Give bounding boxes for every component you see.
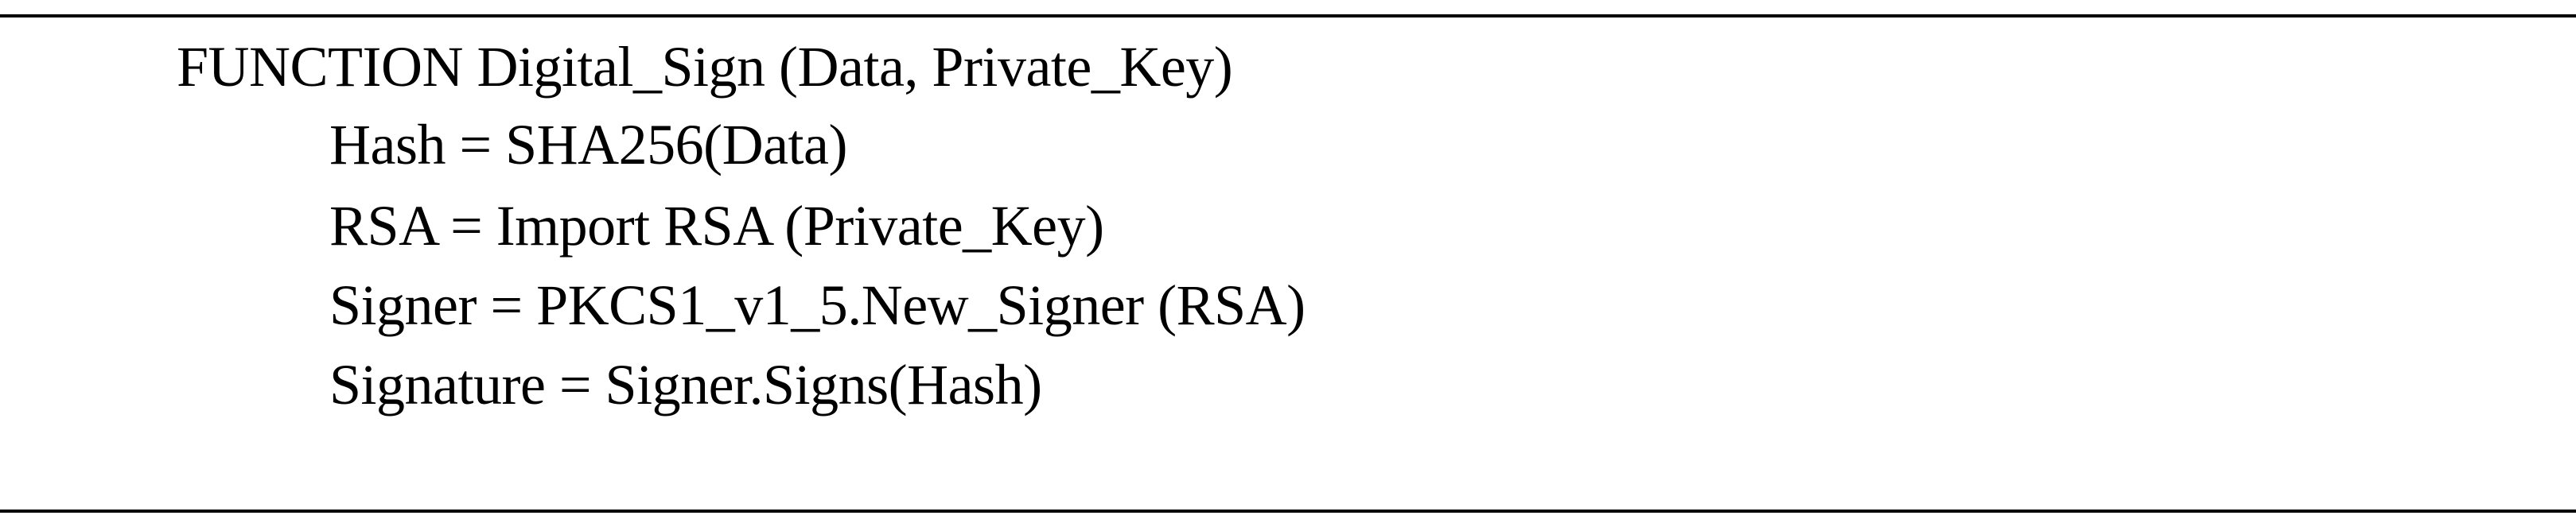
hash-line: Hash = SHA256(Data)	[329, 113, 847, 176]
function-header-line: FUNCTION Digital_Sign (Data, Private_Key…	[177, 35, 1233, 99]
top-rule	[0, 14, 2576, 17]
rsa-import-line: RSA = Import RSA (Private_Key)	[329, 194, 1104, 258]
signer-line: Signer = PKCS1_v1_5.New_Signer (RSA)	[329, 273, 1306, 337]
bottom-rule	[0, 510, 2576, 513]
signature-line: Signature = Signer.Signs(Hash)	[329, 353, 1042, 417]
